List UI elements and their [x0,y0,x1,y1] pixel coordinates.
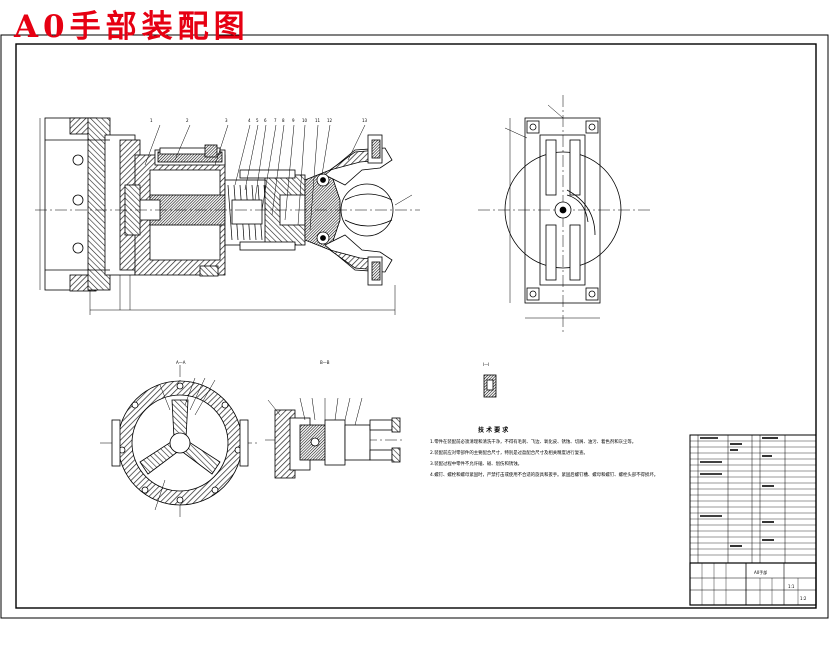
parts-list [689,434,817,564]
svg-text:2: 2 [186,118,189,123]
svg-text:12: 12 [327,118,333,123]
title-block-scale: 1:1 [788,584,795,589]
section-b-label: B—B [320,360,330,365]
tech-requirements-title: 技 术 要 求 [478,426,509,434]
svg-text:5: 5 [256,118,259,123]
svg-text:1: 1 [150,118,153,123]
tech-note-1: 1.零件在装配前必须清理和清洗干净，不得有毛刺、飞边、氧化皮、锈蚀、切屑、油污、… [430,438,636,445]
section-a-label: A—A [176,360,186,365]
page-title: A0手部装配图 [14,9,250,45]
svg-text:3: 3 [225,118,228,123]
tech-note-2: 2.装配前应对零部件的主要配合尺寸，特别是过盈配合尺寸及相关精度进行复查。 [430,449,588,456]
sheet-frame [0,34,829,619]
title-block-name: A0手部 [754,569,767,575]
svg-text:4: 4 [248,118,251,123]
svg-text:8: 8 [282,118,285,123]
svg-text:6: 6 [264,118,267,123]
section-b-view [265,397,405,479]
detail-label: I—I [483,362,489,367]
side-view [478,95,650,335]
svg-text:7: 7 [274,118,277,123]
tech-requirements: 技 术 要 求 1.零件在装配前必须清理和清洗干净，不得有毛刺、飞边、氧化皮、锈… [430,426,658,478]
tech-note-3: 3.装配过程中零件不允许磕、碰、划伤和锈蚀。 [430,460,522,467]
title-block-sheet: 1:2 [800,596,807,601]
tech-note-4: 4.螺钉、螺栓和螺母紧固时，严禁打击或使用不合适的旋具和扳手。紧固后螺钉槽、螺母… [430,471,658,478]
svg-text:11: 11 [315,118,321,123]
detail-view [483,374,497,398]
svg-text:13: 13 [362,118,368,123]
svg-text:10: 10 [302,118,308,123]
title-block [689,562,817,606]
svg-text:9: 9 [292,118,295,123]
section-a-view [100,365,260,520]
